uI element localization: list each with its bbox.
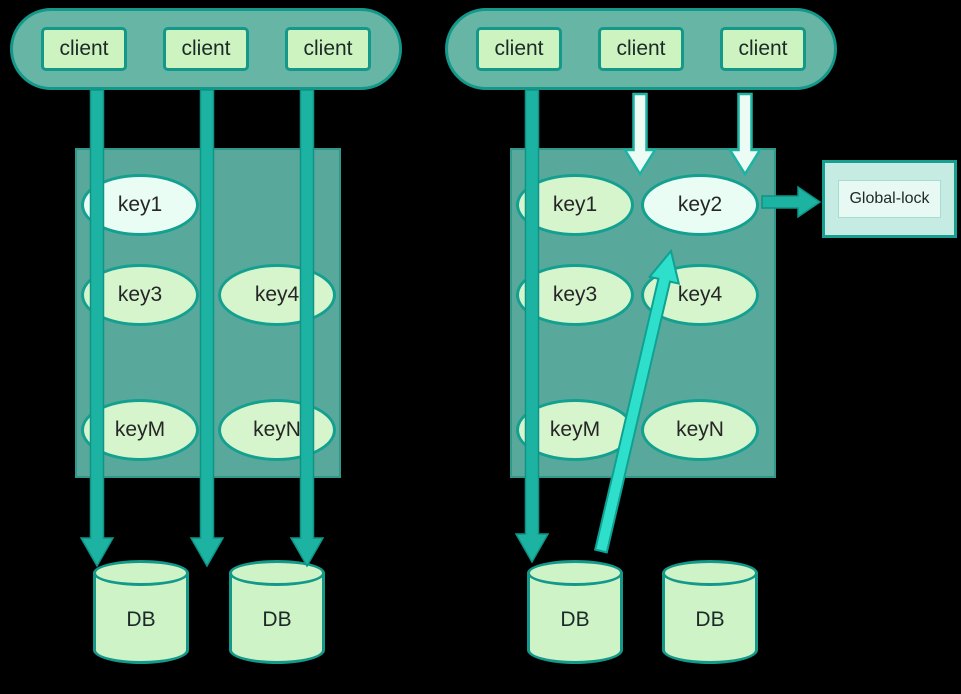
- clients-group-left: client client client: [10, 8, 402, 90]
- client-node: client: [720, 27, 806, 71]
- client-node: client: [285, 27, 371, 71]
- key-node-key4-right: key4: [641, 264, 759, 326]
- db-cylinder-left-1: DB: [93, 560, 189, 664]
- db-cylinder-right-1: DB: [527, 560, 623, 664]
- db-label: DB: [262, 608, 292, 631]
- key-node-keyM-right: keyM: [516, 399, 634, 461]
- key-node-keyN-left: keyN: [218, 399, 336, 461]
- db-label: DB: [126, 608, 156, 631]
- db-cylinder-right-2: DB: [662, 560, 758, 664]
- client-node: client: [41, 27, 127, 71]
- key-node-key3-left: key3: [81, 264, 199, 326]
- key-node-key4-left: key4: [218, 264, 336, 326]
- key-node-keyM-left: keyM: [81, 399, 199, 461]
- clients-group-right: client client client: [445, 8, 837, 90]
- client-node: client: [163, 27, 249, 71]
- global-lock-box: Global-lock: [822, 160, 957, 238]
- client-node: client: [598, 27, 684, 71]
- key-node-key1-left: key1: [81, 174, 199, 236]
- key-node-keyN-right: keyN: [641, 399, 759, 461]
- key-node-key2-right: key2: [641, 174, 759, 236]
- key-node-key1-right: key1: [516, 174, 634, 236]
- db-label: DB: [695, 608, 725, 631]
- client-node: client: [476, 27, 562, 71]
- key-node-key3-right: key3: [516, 264, 634, 326]
- db-cylinder-left-2: DB: [229, 560, 325, 664]
- global-lock-label: Global-lock: [838, 180, 941, 218]
- db-label: DB: [560, 608, 590, 631]
